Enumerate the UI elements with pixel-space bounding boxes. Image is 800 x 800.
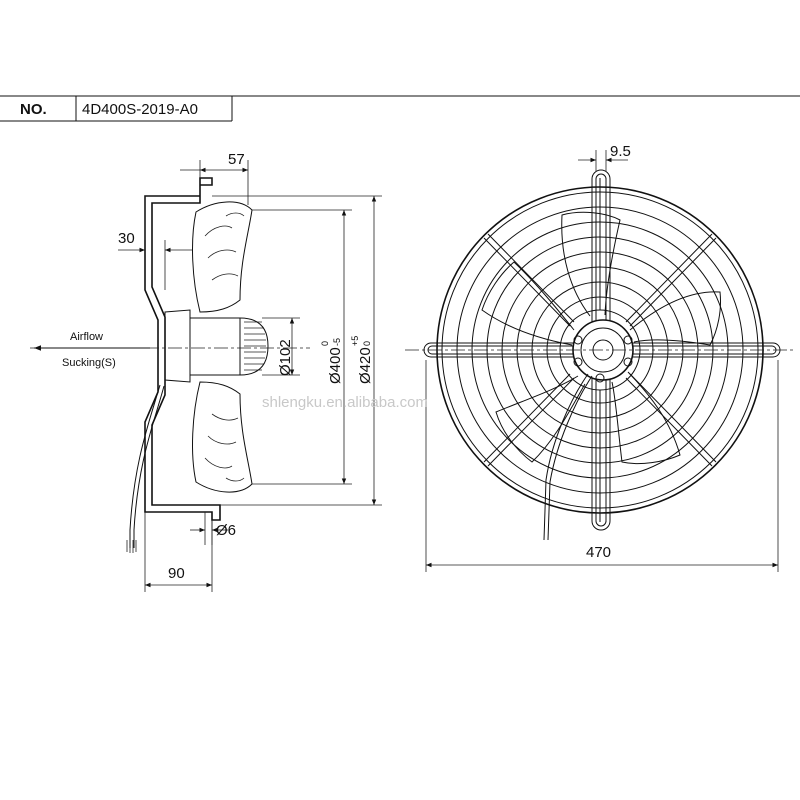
sucking-label: Sucking(S) [62, 357, 116, 369]
power-cable [129, 384, 161, 548]
motor-housing [164, 309, 191, 383]
side-frame-outline [144, 177, 221, 521]
side-view: Airflow Sucking(S) 57 30 Ø102 [30, 151, 382, 592]
dim-102-text: Ø102 [277, 339, 294, 376]
upper-blade-slot-2 [207, 249, 237, 259]
front-view: 9.5 470 [405, 143, 795, 572]
upper-blade [192, 201, 253, 313]
dim-470-text: 470 [586, 544, 611, 561]
dimension-30: 30 [118, 196, 192, 290]
model-number: 4D400S-2019-A0 [82, 101, 198, 118]
dim-420-tol-upper: +5 [350, 336, 360, 346]
dimension-d420: Ø420 +5 0 [212, 195, 382, 506]
lower-blade-inner [225, 477, 245, 482]
dimension-9-5: 9.5 [578, 143, 631, 172]
upper-blade-inner [225, 212, 245, 217]
lower-blade-slot-3 [204, 457, 233, 469]
dimension-90: 90 [144, 512, 213, 592]
no-label: NO. [20, 101, 47, 118]
airflow-label: Airflow [70, 331, 103, 343]
motor-fins [239, 317, 269, 376]
cable-wire-ends [126, 540, 137, 553]
dimension-470: 470 [425, 360, 779, 572]
title-block: NO. 4D400S-2019-A0 [0, 95, 800, 122]
dim-57-text: 57 [228, 151, 245, 168]
lower-blade-slot-2 [207, 435, 237, 445]
dim-6-text: Ø6 [216, 522, 236, 539]
dim-420-tol-lower: 0 [362, 341, 372, 346]
dimension-d400: Ø400 0 -5 [252, 209, 352, 485]
lower-blade [192, 381, 253, 493]
dimension-d102: Ø102 [262, 317, 300, 376]
front-power-cable [543, 373, 589, 541]
dim-90-text: 90 [168, 565, 185, 582]
dim-400-tol-lower: -5 [332, 338, 342, 346]
dim-400-tol-upper: 0 [320, 341, 330, 346]
dim-9-5-text: 9.5 [610, 143, 631, 160]
front-blades [481, 211, 721, 465]
motor-rotor [190, 317, 241, 376]
dim-30-text: 30 [118, 230, 135, 247]
upper-blade-slot-3 [211, 273, 239, 281]
front-hub [572, 319, 634, 383]
dimension-d6: Ø6 [190, 512, 236, 545]
dim-400-text: Ø400 [327, 347, 344, 384]
dimension-57: 57 [180, 151, 249, 205]
lower-blade-slot-1 [211, 413, 239, 421]
upper-blade-slot-1 [204, 225, 233, 237]
dim-420-text: Ø420 [357, 347, 374, 384]
watermark: shlengku.en.alibaba.com [262, 394, 428, 411]
